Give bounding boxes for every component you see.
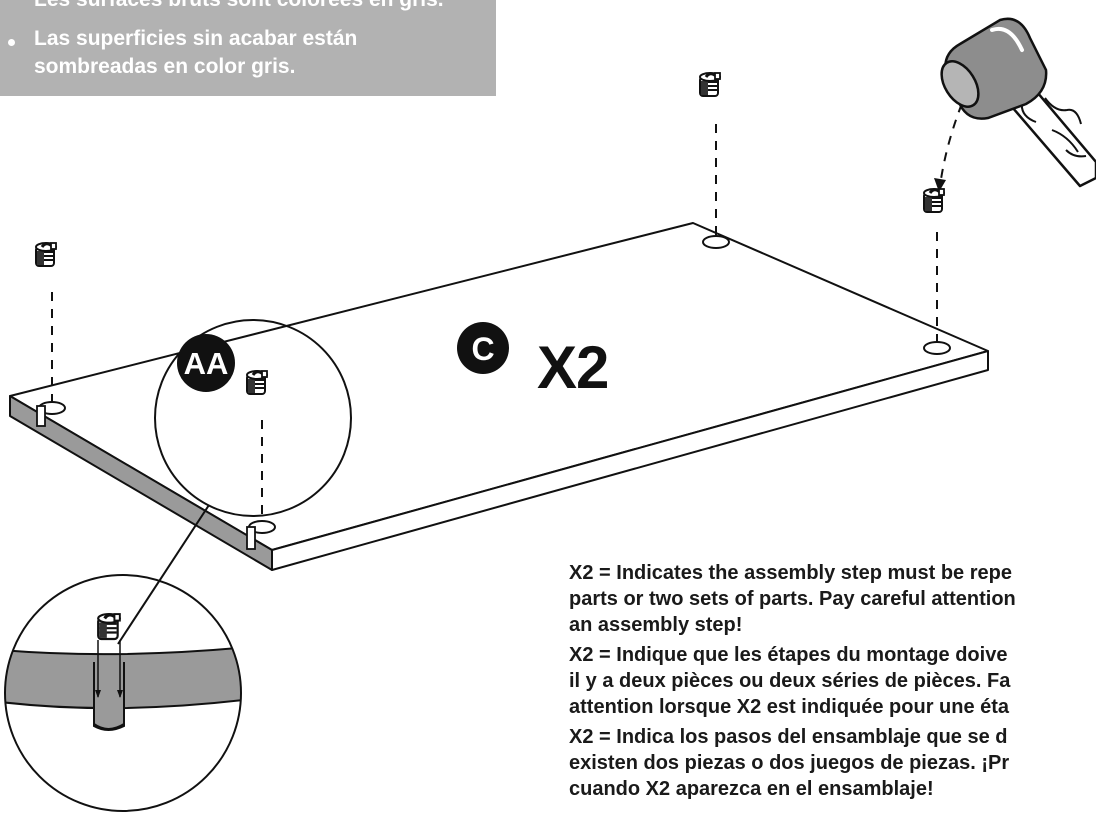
description-en-2: parts or two sets of parts. Pay careful … [569, 588, 1016, 610]
callout-leader [117, 504, 210, 645]
detail-view [4, 574, 242, 812]
hardware-label-text: AA [184, 346, 229, 381]
cam-lock-insert-icon [34, 241, 58, 268]
hole-back-left [702, 235, 730, 249]
note-line-spanish-2: sombreadas en color gris. [34, 55, 296, 78]
description-en-1: X2 = Indicates the assembly step must be… [569, 562, 1012, 584]
hardware-label-badge: AA [177, 334, 235, 392]
description-fr-1: X2 = Indique que les étapes du montage d… [569, 644, 1008, 666]
description-es-3: cuando X2 aparezca en el ensamblaje! [569, 778, 934, 800]
description-es-1: X2 = Indica los pasos del ensamblaje que… [569, 726, 1008, 748]
arrow-head [934, 178, 946, 192]
description-en-3: an assembly step! [569, 614, 743, 636]
cam-lock-insert-icon [245, 369, 269, 396]
part-letter-text: C [471, 331, 494, 367]
description-es-2: existen dos piezas o dos juegos de pieza… [569, 752, 1010, 774]
cam-lock-insert-icon [922, 187, 946, 214]
insertion-guides [51, 87, 969, 522]
hole-back-right [923, 341, 951, 355]
note-line-spanish-1: Las superficies sin acabar están [34, 27, 358, 50]
hole-front-left [36, 401, 66, 427]
quantity-label: X2 [537, 334, 609, 401]
unfinished-surfaces-note: Les surfaces bruts sont colorées en gris… [0, 0, 496, 96]
detail-circle-top [154, 319, 352, 517]
description-fr-2: il y a deux pièces ou deux séries de piè… [569, 670, 1011, 692]
note-bullet [8, 39, 15, 46]
description-fr-3: attention lorsque X2 est indiquée pour u… [569, 696, 1010, 718]
panel-side-edge [271, 350, 989, 571]
cam-lock-insert-icon [698, 71, 722, 98]
mallet-icon [940, 17, 1096, 188]
part-badge: C [457, 322, 509, 374]
note-line-french: Les surfaces bruts sont colorées en gris… [34, 0, 444, 13]
hole-front-right [246, 520, 276, 550]
